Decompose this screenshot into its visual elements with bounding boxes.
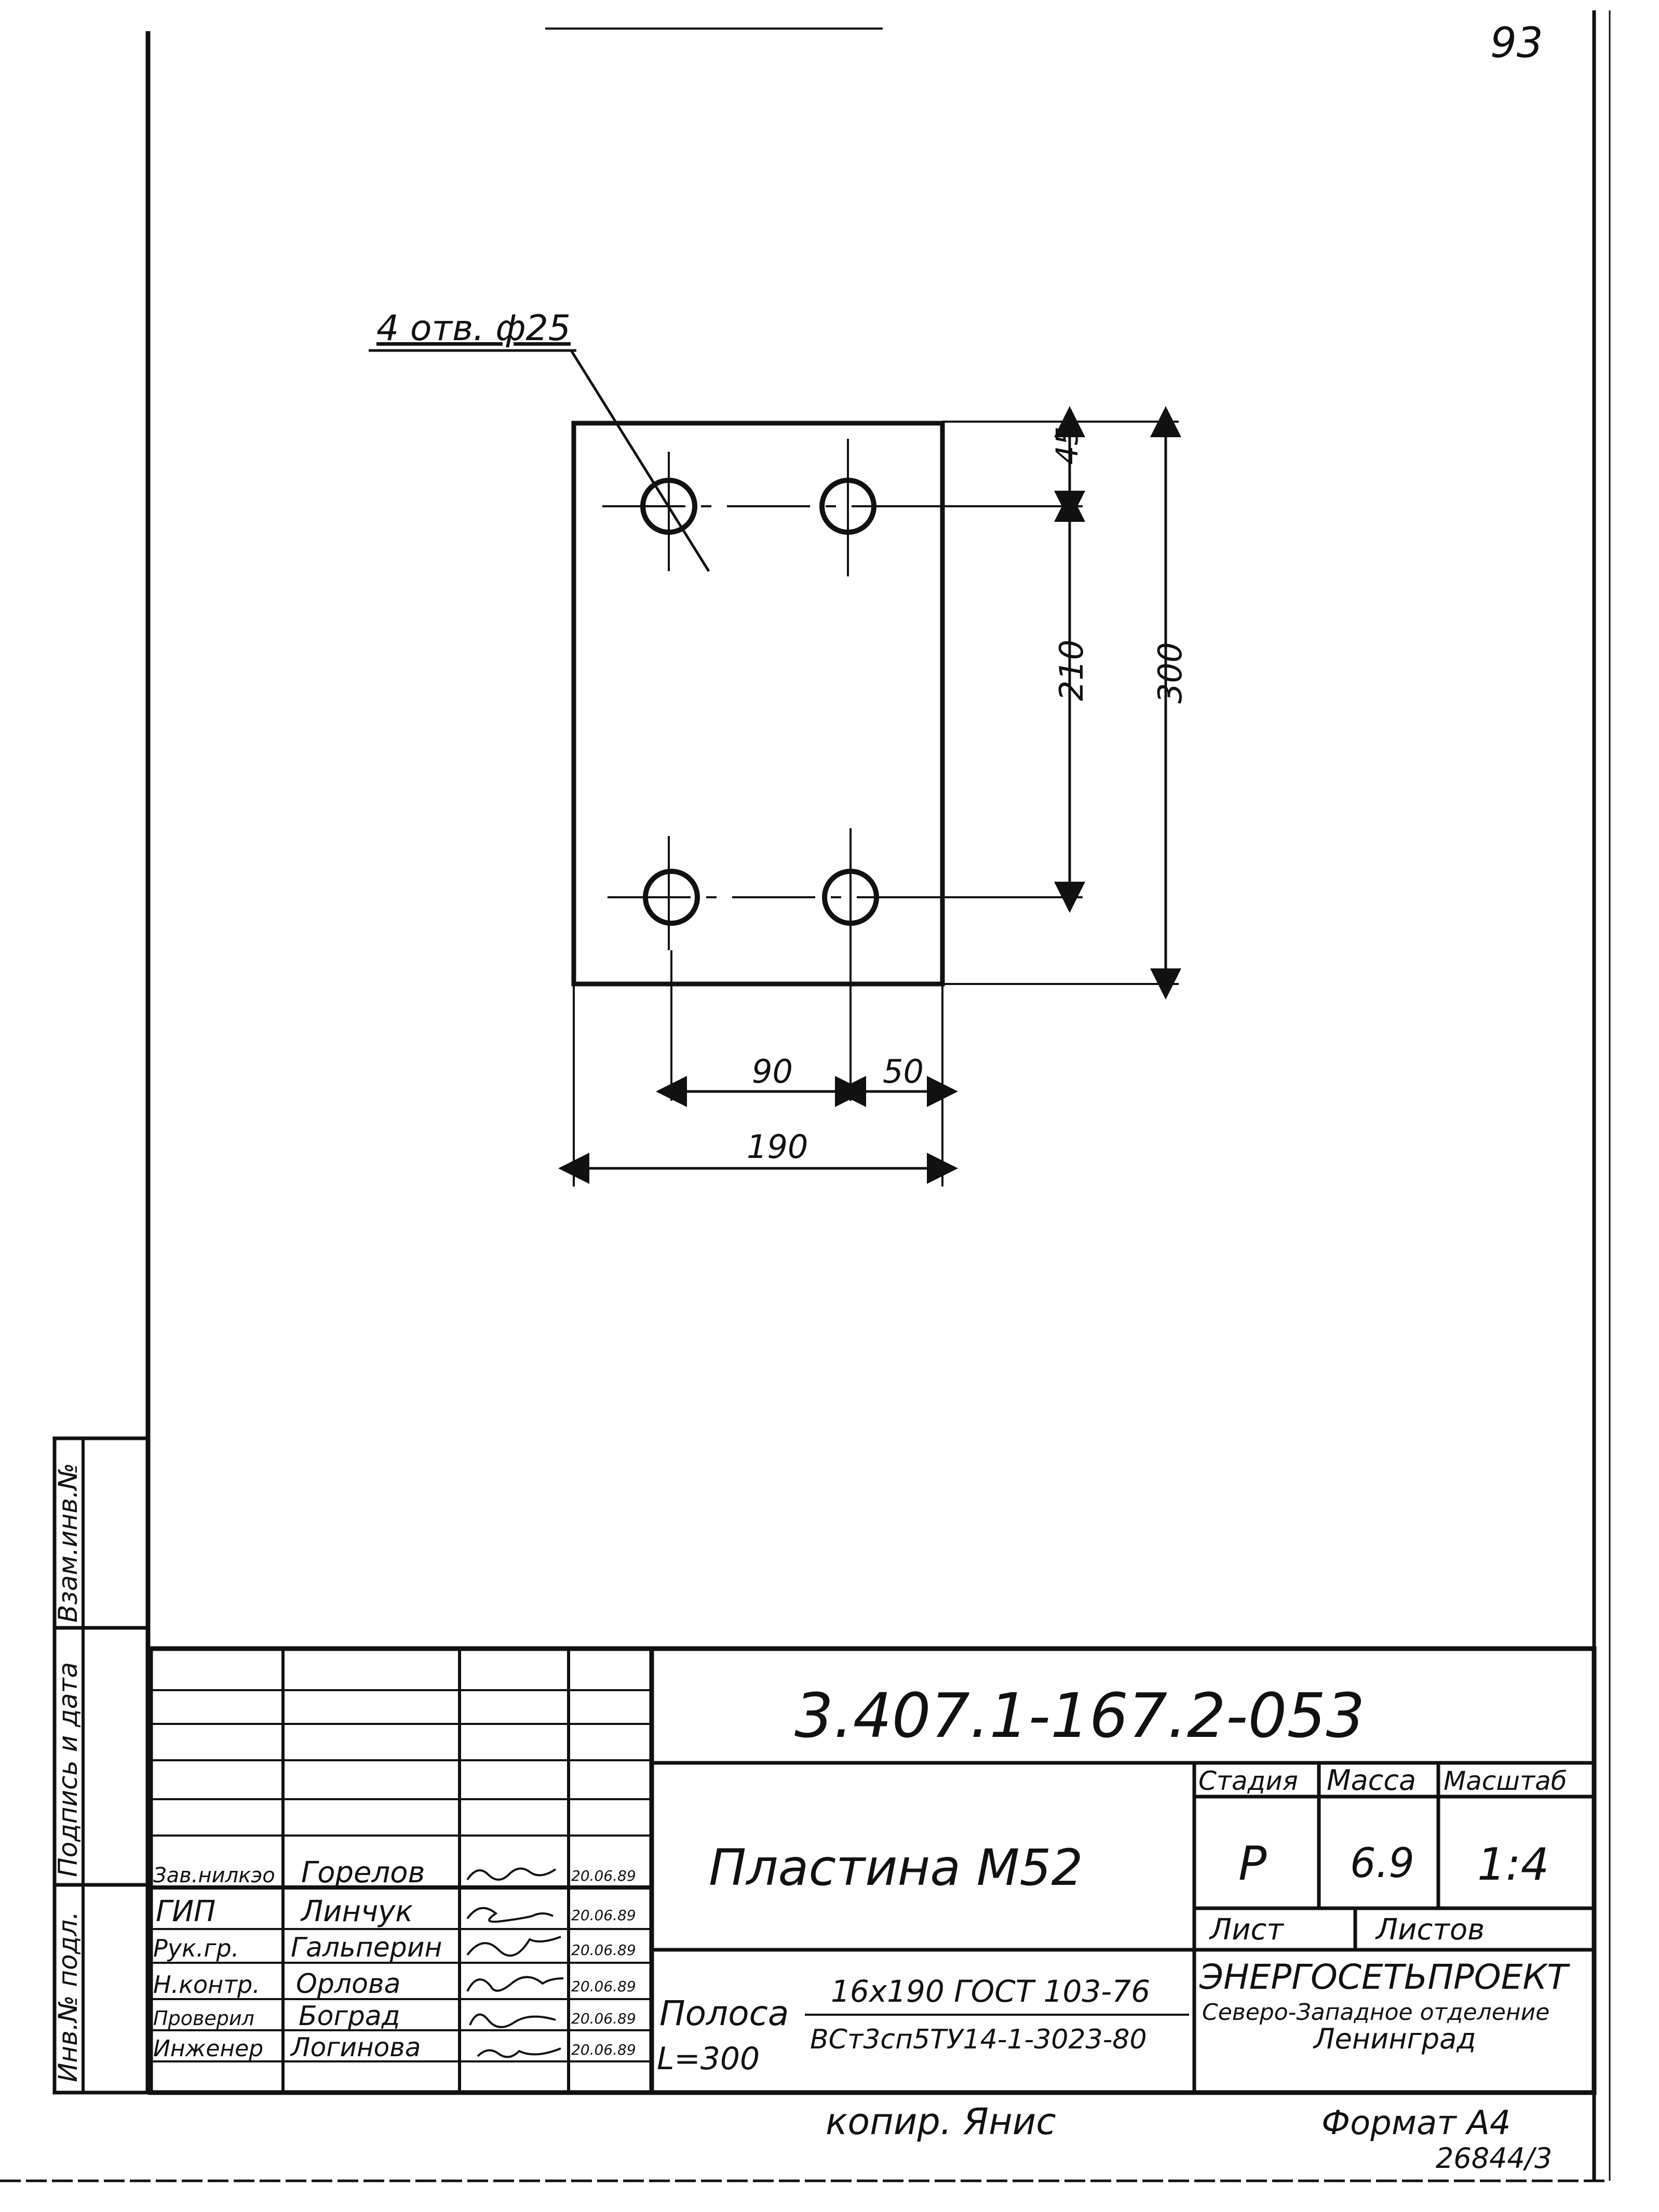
- part-name: Пластина М52: [709, 1839, 1083, 1897]
- staff-role: ГИП: [156, 1895, 215, 1928]
- hole-top-right: [819, 478, 876, 535]
- organization-line1: ЭНЕРГОСЕТЬПРОЕКТ: [1199, 1957, 1570, 1997]
- value-mass: 6.9: [1350, 1840, 1414, 1887]
- staff-date: 20.06.89: [571, 2010, 636, 2027]
- material-spec-line2: ВСт3сп5ТУ14-1-3023-80: [810, 2024, 1147, 2055]
- value-scale: 1:4: [1477, 1839, 1549, 1891]
- dim-edge-offset: 50: [883, 1053, 924, 1090]
- value-stage: Р: [1238, 1837, 1267, 1891]
- header-sheets: Листов: [1375, 1913, 1485, 1947]
- header-sheet: Лист: [1209, 1913, 1284, 1947]
- staff-name: Логинова: [290, 2032, 421, 2062]
- staff-role: Зав.нилкэо: [153, 1864, 275, 1887]
- header-scale: Масштаб: [1444, 1766, 1567, 1796]
- staff-date: 20.06.89: [571, 1907, 636, 1924]
- material-spec-line1: 16x190 ГОСТ 103-76: [831, 1974, 1150, 2009]
- title-block: 3.407.1-167.2-053 Пластина М52 Стадия Ма…: [148, 1646, 1597, 2095]
- dim-hole-spacing-horizontal: 90: [752, 1053, 793, 1090]
- document-code: 3.407.1-167.2-053: [794, 1680, 1365, 1751]
- staff-role: Н.контр.: [153, 1971, 260, 1999]
- staff-name: Боград: [299, 2001, 400, 2032]
- signature-grid: [151, 1649, 654, 2093]
- side-replaced-inv-no: Взам.инв.№: [53, 1463, 83, 1623]
- hole-top-left: [640, 478, 697, 535]
- staff-date: 20.06.89: [571, 1978, 636, 1995]
- dim-top-offset: 45: [1049, 426, 1085, 465]
- horizontal-dimensions: 90 50 190: [558, 950, 958, 1186]
- archive-no: 26844/3: [1436, 2142, 1552, 2175]
- center-lines: [602, 439, 893, 950]
- hole-callout-text: 4 отв. ф25: [376, 308, 571, 349]
- material-length: L=300: [657, 2041, 760, 2077]
- side-stamp: Взам.инв.№ Подпись и дата Инв.№ подл.: [52, 1436, 150, 2095]
- staff-rows: Зав.нилкэо Горелов 20.06.89 ГИП Линчук 2…: [153, 1856, 636, 2062]
- staff-role: Инженер: [153, 2035, 263, 2062]
- material-name: Полоса: [659, 1993, 789, 2033]
- staff-name: Горелов: [301, 1856, 425, 1890]
- header-mass: Масса: [1327, 1764, 1416, 1797]
- dim-hole-spacing-vertical: 210: [1053, 640, 1090, 701]
- hole-callout: 4 отв. ф25: [369, 308, 710, 572]
- staff-name: Орлова: [296, 1968, 401, 2000]
- hole-bottom-left: [643, 869, 700, 926]
- copied-by: копир. Янис: [826, 2100, 1056, 2143]
- staff-date: 20.06.89: [571, 1941, 636, 1959]
- dim-overall-width: 190: [747, 1128, 808, 1166]
- footer: копир. Янис Формат А4 26844/3: [826, 2100, 1552, 2175]
- staff-role: Проверил: [153, 2007, 254, 2030]
- plate-outline: [571, 421, 945, 987]
- header-stage: Стадия: [1198, 1766, 1298, 1796]
- vertical-dimensions: 45 210 300: [883, 406, 1189, 1000]
- hole-bottom-right: [822, 869, 879, 926]
- format: Формат А4: [1321, 2104, 1511, 2142]
- side-signature-date: Подпись и дата: [53, 1662, 83, 1877]
- organization-line2: Северо-Западное отделение: [1202, 1999, 1549, 2026]
- staff-date: 20.06.89: [571, 1867, 636, 1884]
- signatures: [466, 1867, 564, 2058]
- holes: [640, 478, 879, 926]
- page-number: 93: [1490, 19, 1543, 67]
- staff-date: 20.06.89: [571, 2041, 636, 2058]
- side-inv-no-orig: Инв.№ подл.: [53, 1911, 83, 2082]
- staff-name: Линчук: [300, 1895, 413, 1928]
- organization-line3: Ленинград: [1313, 2022, 1476, 2055]
- dim-overall-height: 300: [1151, 642, 1189, 704]
- staff-role: Рук.гр.: [153, 1934, 239, 1962]
- staff-name: Гальперин: [291, 1932, 442, 1963]
